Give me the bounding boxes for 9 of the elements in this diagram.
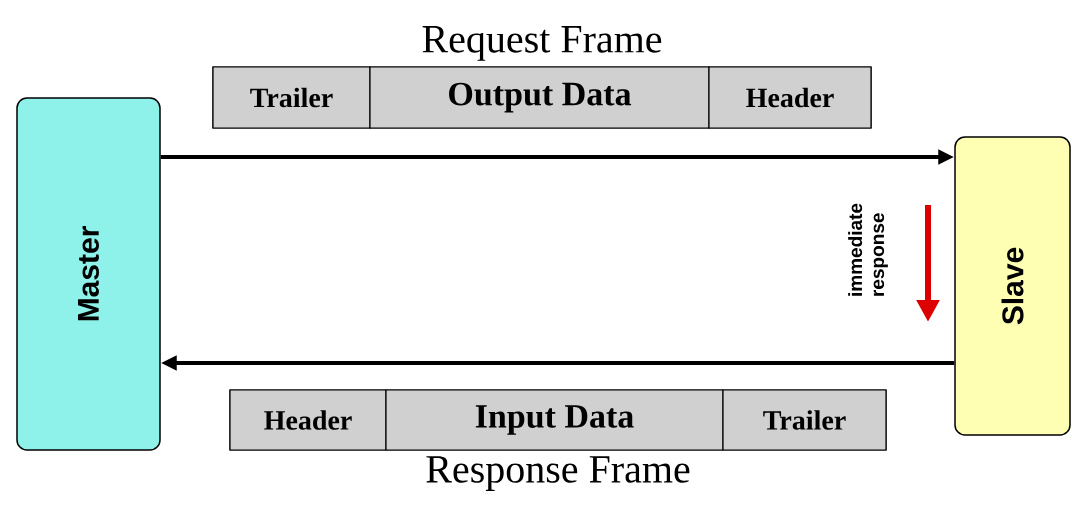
node-label: Response Frame	[426, 456, 690, 491]
note-text: immediate response	[848, 203, 888, 296]
field-cell: Header	[708, 66, 872, 129]
field-cell: Trailer	[722, 389, 887, 451]
node-label: Request Frame	[422, 26, 662, 61]
device-box: Slave	[954, 136, 1071, 436]
device-box: Master	[16, 97, 161, 451]
field-cell: Trailer	[212, 66, 371, 129]
field-cell: Header	[229, 389, 387, 451]
